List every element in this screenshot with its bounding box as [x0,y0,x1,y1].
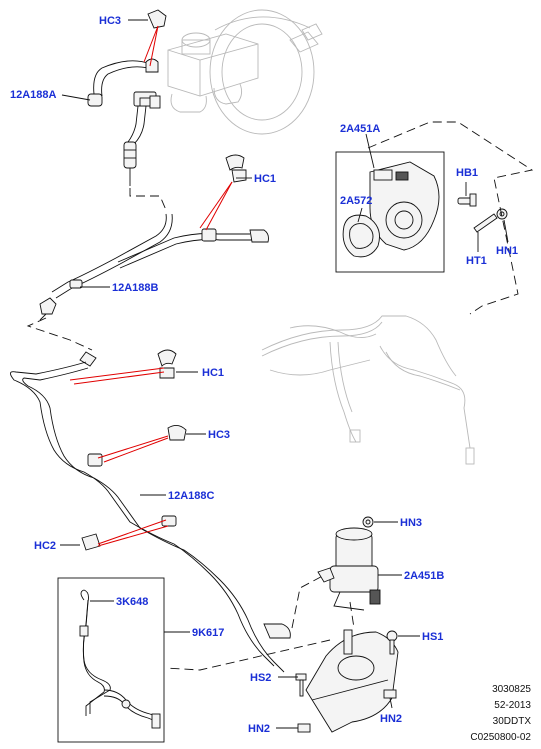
callout-hn1: HN1 [496,245,518,257]
clip-hc3-mid [167,425,187,441]
callout-3k648: 3K648 [116,596,148,608]
hose-12a188c [10,351,291,673]
stud-hs1 [386,630,398,655]
dash-b-to-c [26,317,93,351]
pump-2a451a-inset [335,151,445,273]
clip-hc2 [81,533,101,551]
nut-hn1 [496,208,508,220]
callout-2a451a: 2A451A [340,123,380,135]
dash-pump-to-bracket [349,601,355,629]
callout-hc1-mid: HC1 [202,367,224,379]
reference-block: 3030825 52-2013 30DDTX C0250800-02 [470,684,531,743]
dash-a-to-b [129,188,167,211]
callout-hc1-top: HC1 [254,173,276,185]
callout-9k617: 9K617 [192,627,224,639]
hose-12a188a [87,60,161,186]
dash-bracket-to-inset [165,639,331,671]
hose-12a188b [39,213,269,321]
callout-ht1: HT1 [466,255,487,267]
bolt-hb1 [457,193,477,207]
callout-12a188c: 12A188C [168,490,215,502]
callout-hn3: HN3 [400,517,422,529]
callout-hn2-right: HN2 [380,713,402,725]
callout-hc2: HC2 [34,540,56,552]
callout-labels: HC3 12A188A HC1 2A451A HB1 2A572 HT1 HN1… [10,15,518,735]
ref-line-4: C0250800-02 [470,732,531,743]
callout-hs1: HS1 [422,631,443,643]
leader-lines [69,25,233,547]
callout-hc3-top: HC3 [99,15,121,27]
callout-hc3-mid: HC3 [208,429,230,441]
ref-line-1: 3030825 [492,684,531,695]
clip-hc1-mid [157,349,177,379]
dash-pump-to-engine [367,121,534,315]
nut-hn2-left [297,723,311,733]
clip-hc3-top [145,9,167,73]
callout-12a188a: 12A188A [10,89,57,101]
callout-leaders [60,19,509,729]
nut-hn2-right [383,689,397,699]
ref-line-3: 30DDTX [493,716,532,727]
stud-ht1 [473,213,498,233]
dash-c-to-pump [291,571,331,629]
master-cylinder-ghost [167,32,259,113]
hose-9k617-inset [57,577,165,743]
clip-hc1-top [225,154,247,183]
nut-hn3 [362,516,374,528]
callout-12a188b: 12A188B [112,282,159,294]
callout-2a572: 2A572 [340,195,372,207]
callout-hs2: HS2 [250,672,271,684]
pump-2a451b [317,527,381,611]
ref-line-2: 52-2013 [494,700,531,711]
callout-2a451b: 2A451B [404,570,444,582]
brake-booster-ghost [209,9,323,135]
engine-harness-ghost [261,315,475,465]
callout-hn2-left: HN2 [248,723,270,735]
callout-hb1: HB1 [456,167,478,179]
